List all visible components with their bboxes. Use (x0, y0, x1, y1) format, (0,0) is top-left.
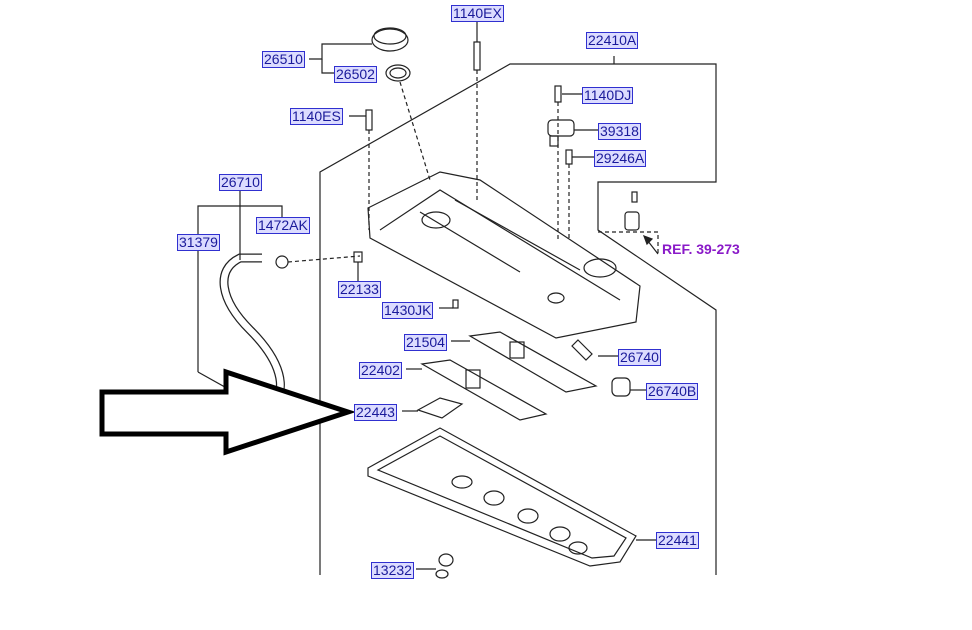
part-label-1472ak[interactable]: 1472AK (256, 217, 310, 234)
part-label-39318[interactable]: 39318 (598, 123, 641, 140)
baffle-plate-icon (468, 331, 598, 393)
part-label-26710[interactable]: 26710 (219, 174, 262, 191)
gasket-small-icon (416, 397, 464, 419)
part-label-26740b[interactable]: 26740B (646, 383, 699, 400)
rocker-cover-icon (367, 171, 641, 339)
highlight-arrow-icon (99, 368, 357, 456)
seal-ring-icon (435, 553, 454, 579)
part-label-1430jk[interactable]: 1430JK (382, 302, 434, 319)
oil-cap-icon (371, 27, 409, 52)
cam-sensor-icon (547, 119, 575, 147)
part-label-31379[interactable]: 31379 (177, 234, 220, 251)
ref-sensor-icon (624, 191, 640, 231)
bolt-icon (473, 41, 481, 71)
part-label-22410a[interactable]: 22410A (586, 32, 639, 49)
reference-link[interactable]: REF. 39-273 (662, 241, 740, 257)
bolt-icon (365, 109, 373, 131)
assembly-frame (319, 63, 717, 575)
spark-tube-seal-icon (571, 339, 593, 361)
baffle-plate-2-icon (420, 359, 548, 421)
plug-icon (611, 377, 631, 397)
oil-cap-gasket-icon (385, 64, 411, 82)
part-label-22441[interactable]: 22441 (656, 532, 699, 549)
temp-sensor-icon (565, 149, 573, 165)
part-label-1140ex[interactable]: 1140EX (451, 5, 504, 22)
part-label-26510[interactable]: 26510 (262, 51, 305, 68)
pin-icon (452, 299, 459, 309)
part-label-1140es[interactable]: 1140ES (290, 108, 343, 125)
part-label-26740[interactable]: 26740 (618, 349, 661, 366)
cover-gasket-icon (367, 427, 637, 567)
part-label-29246a[interactable]: 29246A (594, 150, 647, 167)
part-label-21504[interactable]: 21504 (404, 334, 447, 351)
part-label-13232[interactable]: 13232 (371, 562, 414, 579)
part-label-22443[interactable]: 22443 (354, 404, 397, 421)
clamp-icon (275, 255, 289, 269)
bolt-icon (554, 85, 562, 103)
pcv-valve-icon (353, 251, 363, 263)
part-label-1140dj[interactable]: 1140DJ (582, 87, 634, 104)
part-label-22402[interactable]: 22402 (359, 362, 402, 379)
part-label-26502[interactable]: 26502 (334, 66, 377, 83)
part-label-22133[interactable]: 22133 (338, 281, 381, 298)
